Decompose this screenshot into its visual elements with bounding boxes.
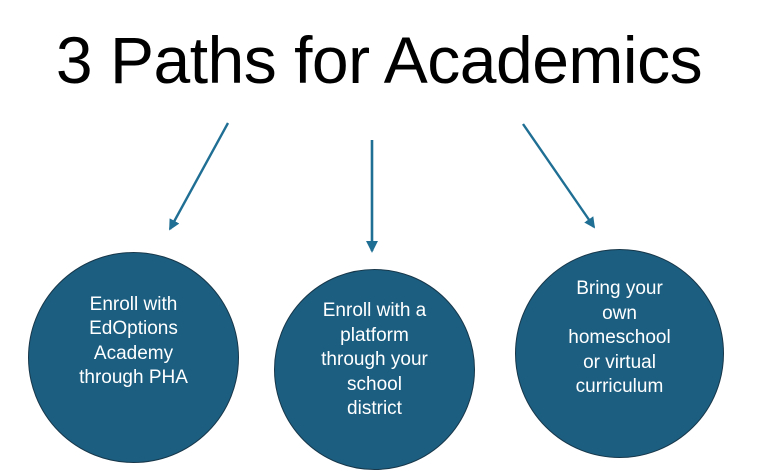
path-node-3-label: Bring your own homeschool or virtual cur…	[568, 278, 671, 398]
arrow-to-path-3	[522, 123, 596, 229]
arrow-to-path-1	[168, 122, 230, 231]
path-node-1-label: Enroll with EdOptions Academy through PH…	[79, 293, 188, 389]
path-node-3[interactable]: Bring your own homeschool or virtual cur…	[515, 249, 724, 458]
path-node-2-label: Enroll with a platform through your scho…	[321, 300, 428, 420]
path-node-2[interactable]: Enroll with a platform through your scho…	[274, 269, 475, 470]
page-title: 3 Paths for Academics	[55, 23, 703, 97]
path-node-1[interactable]: Enroll with EdOptions Academy through PH…	[28, 252, 239, 463]
